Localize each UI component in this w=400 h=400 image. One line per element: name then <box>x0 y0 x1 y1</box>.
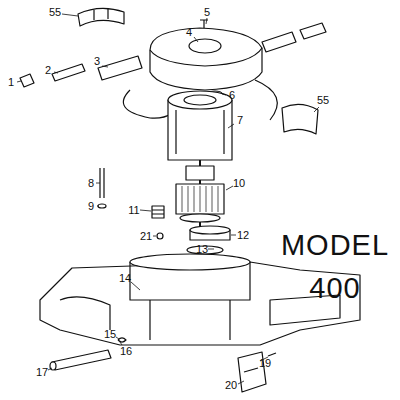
callout-number: 4 <box>186 27 192 38</box>
nut <box>157 233 163 239</box>
callout-number: 14 <box>119 273 131 284</box>
callout-number: 9 <box>88 201 94 212</box>
callout-number: 11 <box>128 205 139 216</box>
spring-clip <box>282 104 318 134</box>
model-label: 400 <box>309 274 360 303</box>
callout-number: 10 <box>233 178 245 189</box>
wire <box>255 80 277 120</box>
callout-number: 55 <box>49 7 61 18</box>
callout-number: 2 <box>45 65 51 76</box>
field-coil <box>176 110 224 154</box>
housing-opening <box>130 254 250 270</box>
base-housing <box>40 262 360 345</box>
switch-detail <box>244 368 258 372</box>
callout-number: 12 <box>237 230 249 241</box>
pin <box>52 350 111 370</box>
spring <box>152 206 164 218</box>
fan <box>180 214 220 222</box>
screw <box>268 353 276 356</box>
motor-cap <box>150 28 262 90</box>
callout-number: 55 <box>317 95 329 106</box>
callout-number: 20 <box>225 380 237 391</box>
callout-number: 8 <box>88 178 94 189</box>
callout-number: 1 <box>8 77 14 88</box>
leader-lines <box>17 14 319 384</box>
spring-clip <box>78 8 124 26</box>
callout-number: 15 <box>104 329 116 340</box>
brush-cap <box>20 74 34 87</box>
bearing-seat <box>189 39 221 53</box>
callout-number: 21 <box>140 231 152 242</box>
stator-bore <box>184 95 216 105</box>
brush-holder <box>98 56 142 80</box>
rod <box>100 168 104 198</box>
callout-number: 17 <box>36 367 48 378</box>
commutator <box>186 166 214 180</box>
stator-top <box>168 91 232 109</box>
handle <box>60 295 340 330</box>
callout-number: 19 <box>259 358 271 369</box>
brush-cap <box>300 23 326 39</box>
clip <box>118 338 126 342</box>
armature-winding <box>182 186 218 212</box>
callout-number: 5 <box>204 7 210 18</box>
callout-number: 13 <box>196 244 208 255</box>
bearing-top <box>190 226 230 234</box>
brush-holder <box>262 32 296 52</box>
armature-core <box>176 184 224 214</box>
clip-slot <box>94 9 108 20</box>
brush <box>52 64 85 81</box>
callout-number: 3 <box>94 56 100 67</box>
model-label: MODEL <box>281 231 389 260</box>
callout-number: 6 <box>229 90 235 101</box>
callout-number: 16 <box>120 346 132 357</box>
washer <box>98 204 106 208</box>
housing-rib <box>150 300 230 340</box>
callout-number: 7 <box>237 115 243 126</box>
